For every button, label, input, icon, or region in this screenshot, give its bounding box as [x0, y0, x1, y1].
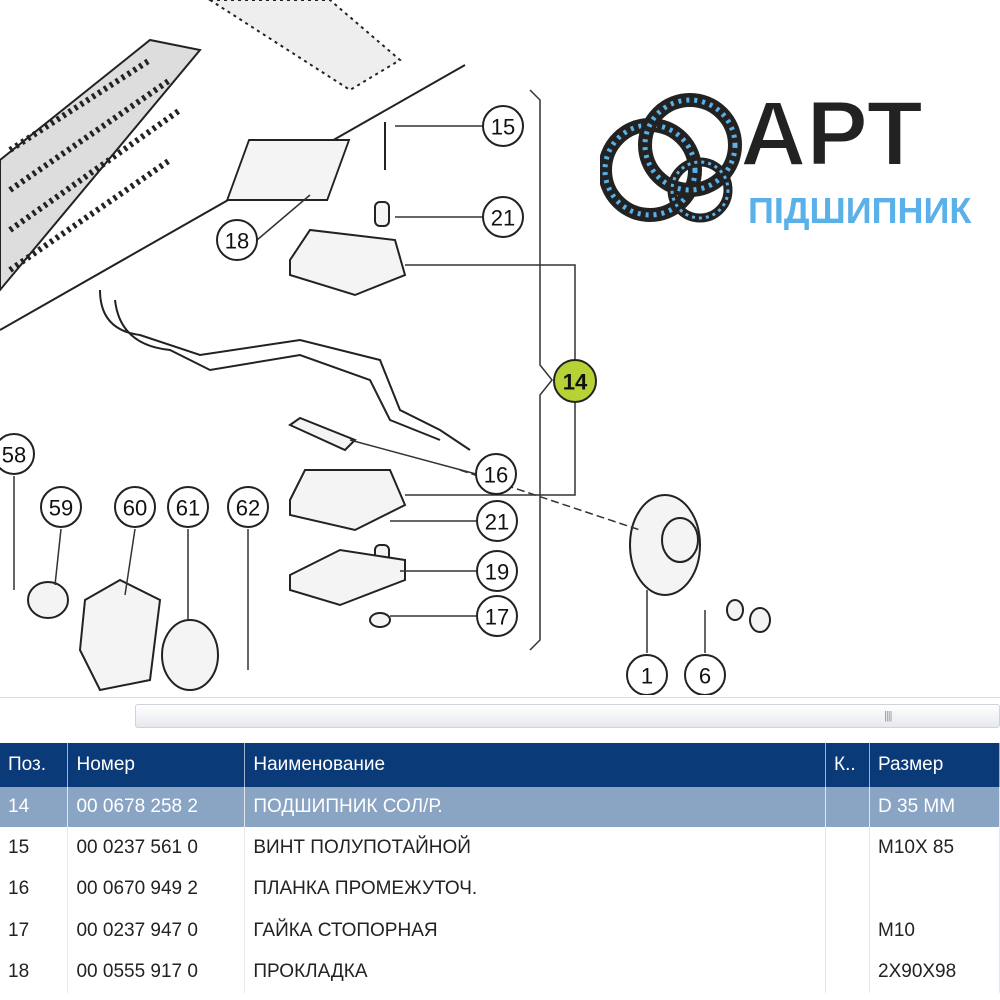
- cell-qty: [825, 910, 871, 952]
- svg-text:18: 18: [225, 229, 249, 254]
- table-header-row: Поз. Номер Наименование К.. Размер: [0, 743, 1000, 787]
- cell-pos: 14: [0, 787, 69, 827]
- callout-60: 60: [114, 486, 156, 528]
- watermark-line2: ПІДШИПНИК: [748, 190, 972, 230]
- cell-size: 2X90X98: [869, 951, 1000, 993]
- col-header-pos[interactable]: Поз.: [0, 743, 69, 787]
- svg-text:14: 14: [563, 370, 588, 395]
- cell-pos: 16: [0, 868, 69, 910]
- callout-14-highlighted: 14: [553, 359, 597, 403]
- callout-21: 21: [482, 196, 524, 238]
- callout-61: 61: [167, 486, 209, 528]
- bearing-rings-icon: [600, 93, 742, 223]
- svg-text:1: 1: [641, 664, 653, 689]
- callout-16: 16: [475, 453, 517, 495]
- callout-62: 62: [227, 486, 269, 528]
- callout-21b: 21: [476, 500, 518, 542]
- shaft-drawing: [99, 289, 471, 451]
- svg-text:15: 15: [491, 115, 515, 140]
- svg-text:59: 59: [49, 496, 73, 521]
- cell-size: M10: [869, 910, 1000, 952]
- cell-size: D 35 MM: [869, 787, 1000, 827]
- svg-text:61: 61: [176, 496, 200, 521]
- cell-name: ПЛАНКА ПРОМЕЖУТОЧ.: [244, 868, 827, 910]
- svg-text:6: 6: [699, 664, 711, 689]
- cell-qty: [825, 827, 871, 869]
- svg-text:21: 21: [485, 510, 509, 535]
- cell-number: 00 0237 561 0: [67, 827, 246, 869]
- col-header-size[interactable]: Размер: [869, 743, 1000, 787]
- cell-qty: [825, 787, 871, 827]
- cell-size: M10X 85: [869, 827, 1000, 869]
- watermark-logo: АРТ ПІДШИПНИК: [600, 90, 972, 230]
- cell-size: [869, 868, 1000, 910]
- cell-pos: 17: [0, 910, 69, 952]
- cell-name: ГАЙКА СТОПОРНАЯ: [244, 910, 827, 952]
- cell-pos: 15: [0, 827, 69, 869]
- cell-qty: [825, 951, 871, 993]
- col-header-number[interactable]: Номер: [67, 743, 246, 787]
- callout-58: 58: [0, 433, 35, 475]
- cell-number: 00 0237 947 0: [67, 910, 246, 952]
- callout-6: 6: [684, 654, 726, 695]
- callout-59: 59: [40, 486, 82, 528]
- svg-text:16: 16: [484, 463, 508, 488]
- cell-name: ПРОКЛАДКА: [244, 951, 827, 993]
- scrollbar-thumb[interactable]: ||||: [135, 704, 1000, 728]
- callout-17: 17: [476, 595, 518, 637]
- cell-number: 00 0555 917 0: [67, 951, 246, 993]
- callout-15: 15: [482, 105, 524, 147]
- parts-diagram: 15 21 18 14 16 21 19 17 58 59 60 61 62 1…: [0, 0, 771, 695]
- horizontal-scrollbar[interactable]: ||||: [0, 697, 1000, 733]
- svg-text:62: 62: [236, 496, 260, 521]
- cell-qty: [825, 868, 871, 910]
- bearing-parts-drawing: [27, 122, 771, 692]
- watermark-line1: АРТ: [740, 90, 923, 185]
- svg-text:21: 21: [491, 206, 515, 231]
- callout-1: 1: [626, 654, 668, 695]
- svg-text:19: 19: [485, 560, 509, 585]
- cell-number: 00 0678 258 2: [67, 787, 246, 827]
- col-header-qty[interactable]: К..: [825, 743, 871, 787]
- svg-text:58: 58: [2, 443, 26, 468]
- col-header-name[interactable]: Наименование: [244, 743, 827, 787]
- cell-name: ВИНТ ПОЛУПОТАЙНОЙ: [244, 827, 827, 869]
- svg-text:60: 60: [123, 496, 147, 521]
- svg-text:17: 17: [485, 605, 509, 630]
- grip-icon: ||||: [884, 710, 893, 722]
- cell-number: 00 0670 949 2: [67, 868, 246, 910]
- conveyor-chain-drawing: [0, 0, 466, 331]
- callout-18: 18: [216, 219, 258, 261]
- callout-19: 19: [476, 550, 518, 592]
- cell-name: ПОДШИПНИК СОЛ/Р.: [244, 787, 827, 827]
- cell-pos: 18: [0, 951, 69, 993]
